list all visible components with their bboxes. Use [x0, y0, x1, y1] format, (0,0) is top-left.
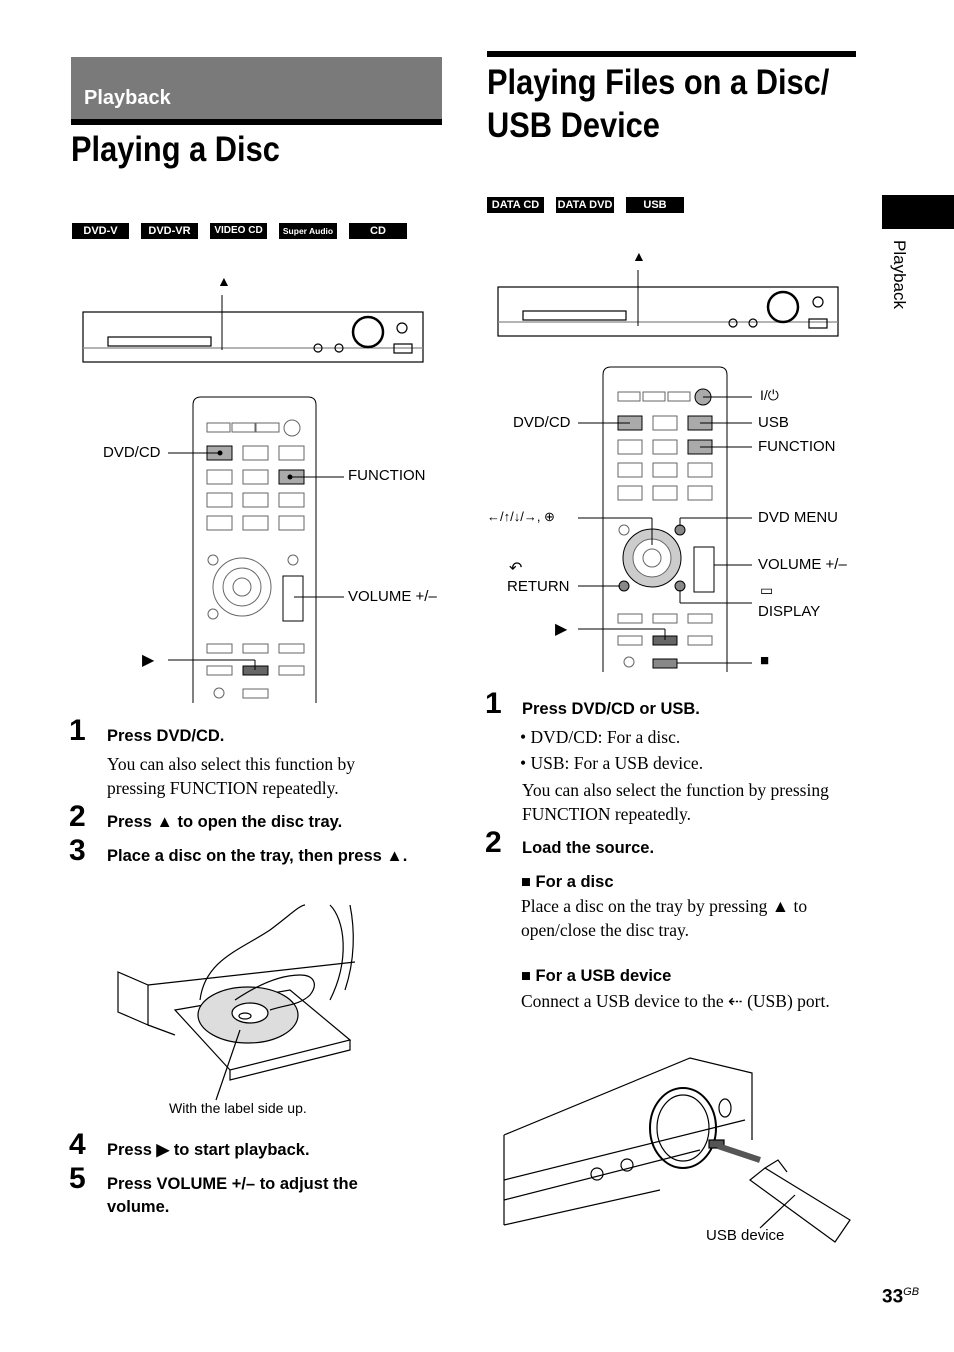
- page-number-value: 33: [882, 1286, 904, 1308]
- left-step-3-num: 3: [69, 834, 86, 867]
- section-rule: [71, 119, 442, 125]
- left-play-symbol: ▶: [142, 652, 155, 669]
- left-caption: With the label side up.: [169, 1100, 307, 1116]
- right-step-1-num: 1: [485, 687, 502, 720]
- left-eject-symbol: ▲: [217, 275, 231, 290]
- badge-dvd-vr: DVD-VR: [141, 223, 198, 239]
- side-tab-label: Playback: [890, 240, 909, 309]
- right-label-usb: USB: [758, 414, 789, 431]
- section-header: Playback: [71, 57, 442, 119]
- right-step-2-num: 2: [485, 826, 502, 859]
- right-label-volume: VOLUME +/–: [758, 556, 847, 573]
- left-label-function: FUNCTION: [348, 467, 426, 484]
- badge-data-dvd: DATA DVD: [556, 197, 614, 213]
- right-label-return: RETURN: [507, 578, 570, 595]
- left-step-3-text: Place a disc on the tray, then press ▲.: [107, 847, 408, 865]
- badge-dvd-v: DVD-V: [72, 223, 129, 239]
- right-title-line1: Playing Files on a Disc/: [487, 63, 830, 102]
- left-step-1-note: You can also select this function by pre…: [107, 754, 356, 798]
- return-icon: ↶: [509, 560, 523, 577]
- section-label: Playback: [84, 87, 171, 109]
- usb-caption: USB device: [706, 1227, 785, 1244]
- for-usb-text: Connect a USB device to the ⇠ (USB) port…: [521, 991, 830, 1011]
- left-step-2-text: Press ▲ to open the disc tray.: [107, 813, 343, 831]
- badge-usb: USB: [626, 197, 684, 213]
- right-label-arrows: ←/↑/↓/→, ⊕: [487, 509, 555, 524]
- right-stop-symbol: ■: [760, 653, 770, 669]
- badge-video-cd: VIDEO CD: [210, 223, 267, 239]
- display-icon: ▭: [760, 584, 774, 599]
- left-step-2-num: 2: [69, 800, 86, 833]
- right-title-line2: USB Device: [487, 106, 660, 145]
- left-step-1-num: 1: [69, 714, 86, 747]
- left-step-5-text: Press VOLUME +/– to adjust the volume.: [107, 1175, 358, 1216]
- right-label-display: DISPLAY: [758, 603, 821, 620]
- left-label-volume: VOLUME +/–: [348, 588, 437, 605]
- right-label-dvdmenu: DVD MENU: [758, 509, 839, 526]
- right-play-symbol: ▶: [555, 621, 568, 638]
- right-eject-symbol: ▲: [632, 250, 646, 265]
- right-title-rule: [487, 51, 856, 57]
- badge-super-audio-cd: Super Audio CD: [279, 223, 337, 252]
- for-disc-text: Place a disc on the tray by pressing ▲ t…: [521, 896, 808, 940]
- right-label-function: FUNCTION: [758, 438, 836, 455]
- left-label-dvdcd: DVD/CD: [103, 444, 161, 461]
- left-step-1-text: Press DVD/CD.: [107, 727, 225, 745]
- left-step-5-num: 5: [69, 1162, 86, 1195]
- right-bullet-dvdcd: • DVD/CD: For a disc.: [520, 727, 681, 747]
- left-title: Playing a Disc: [71, 130, 280, 169]
- right-label-power: I/⏻: [760, 387, 779, 403]
- right-bullet-usb: • USB: For a USB device.: [520, 753, 704, 773]
- for-usb-heading: ■ For a USB device: [521, 967, 672, 985]
- left-step-4-num: 4: [69, 1128, 86, 1161]
- right-step-1-text: Press DVD/CD or USB.: [522, 700, 700, 718]
- right-step-1-note: You can also select the function by pres…: [522, 780, 829, 824]
- right-label-dvdcd: DVD/CD: [513, 414, 571, 431]
- page-number-suffix: GB: [903, 1286, 920, 1298]
- page-number: 33GB: [882, 1286, 919, 1308]
- side-tab-marker: [882, 195, 954, 229]
- right-step-2-text: Load the source.: [522, 839, 655, 857]
- badge-cd: CD: [349, 223, 407, 239]
- left-step-4-text: Press ▶ to start playback.: [107, 1141, 310, 1159]
- for-disc-heading: ■ For a disc: [521, 873, 614, 891]
- badge-data-cd: DATA CD: [487, 197, 544, 213]
